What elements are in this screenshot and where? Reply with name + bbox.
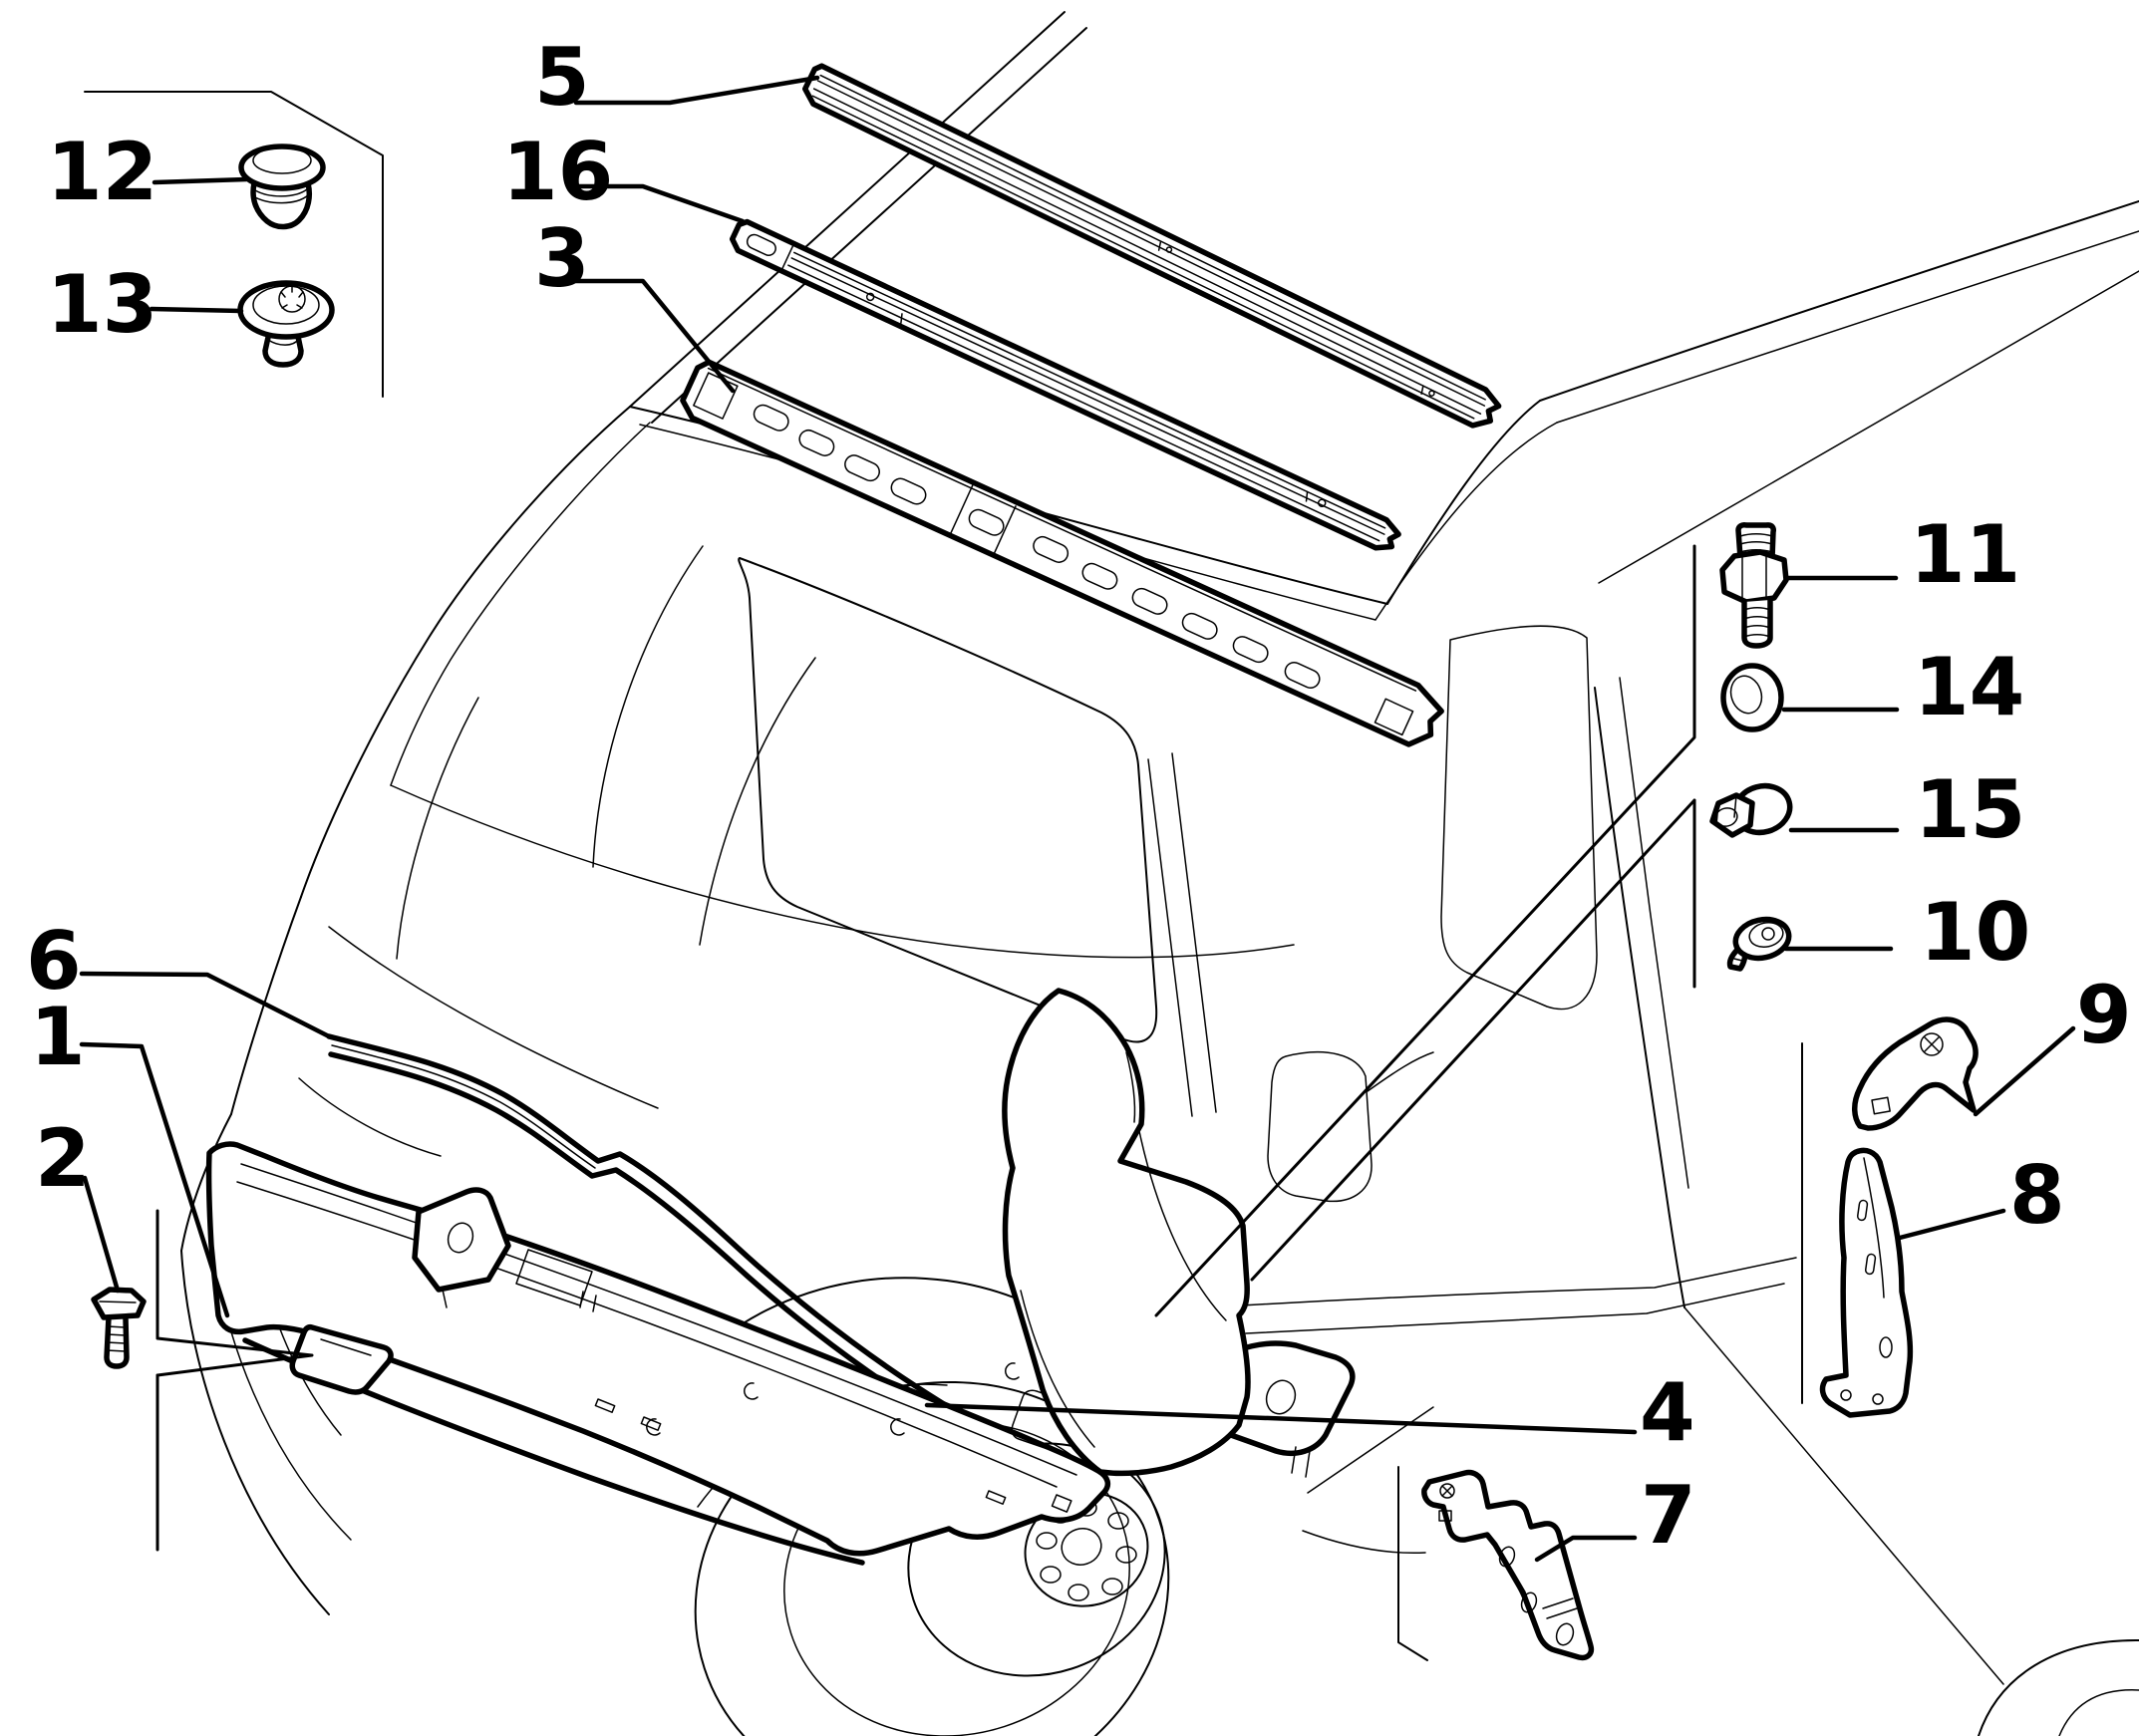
rivet-nut-icon xyxy=(1709,782,1793,838)
double-ended-stud-nut-icon xyxy=(1719,522,1789,649)
leader-lines xyxy=(79,75,2076,1563)
torx-screw-icon xyxy=(1726,916,1792,972)
bracket-15-10-pointer xyxy=(1250,798,1696,1282)
bracket-11-14-pointer xyxy=(1154,544,1696,1317)
hex-bolt-icon xyxy=(91,1287,147,1369)
leader-16 xyxy=(572,183,746,224)
flanged-rivet-clip-icon xyxy=(237,280,335,368)
part-bracket-7 xyxy=(1421,1469,1595,1661)
leader-3 xyxy=(573,278,736,394)
callout-13: 13 xyxy=(47,258,157,351)
bracket-2-pointers xyxy=(155,1336,314,1377)
callout-labels: 12 13 5 16 3 6 1 2 11 14 15 10 9 8 4 7 xyxy=(26,31,2132,1562)
leader-12 xyxy=(152,176,249,185)
callout-1: 1 xyxy=(30,991,86,1083)
callout-14: 14 xyxy=(1914,641,2024,733)
part-bracket-8 xyxy=(1819,1147,1914,1418)
callout-4: 4 xyxy=(1640,1366,1695,1459)
bracket7-frame xyxy=(1397,1466,1428,1661)
callout-2: 2 xyxy=(35,1112,91,1205)
callout-12: 12 xyxy=(47,126,157,218)
leader-5 xyxy=(573,75,820,106)
part-roof-header-rail-5 xyxy=(801,63,1502,429)
leader-13 xyxy=(149,306,244,314)
callout-8: 8 xyxy=(2009,1149,2065,1242)
part-fender-4 xyxy=(1002,988,1251,1477)
leader-7 xyxy=(1534,1535,1638,1563)
grommet-washer-icon xyxy=(1720,663,1784,732)
leader-9 xyxy=(1973,1025,2076,1117)
callout-5: 5 xyxy=(534,31,590,124)
part-bracket-9 xyxy=(1852,1016,1979,1131)
callout-11: 11 xyxy=(1910,508,2020,601)
callout-6: 6 xyxy=(26,915,82,1008)
callout-3: 3 xyxy=(534,212,590,305)
part-roof-crossmember-16 xyxy=(729,218,1401,551)
callout-16: 16 xyxy=(502,126,613,218)
leader-2 xyxy=(82,1175,121,1294)
clips-panel-frame xyxy=(84,91,384,398)
part-cowl-panel-1 xyxy=(205,1141,1356,1566)
leader-1 xyxy=(79,1041,230,1318)
panel-frame-lines xyxy=(84,91,1803,1661)
callout-9: 9 xyxy=(2076,969,2132,1061)
callout-7: 7 xyxy=(1641,1469,1696,1562)
push-pin-clip-icon xyxy=(238,144,326,230)
callout-15: 15 xyxy=(1915,763,2025,856)
leader-8 xyxy=(1897,1208,2006,1241)
leader-6 xyxy=(79,971,332,1039)
leader-4 xyxy=(924,1402,1638,1435)
part-deflector-flap xyxy=(289,1323,394,1395)
callout-10: 10 xyxy=(1920,886,2030,979)
part-roof-crossmember-3 xyxy=(680,359,1444,747)
